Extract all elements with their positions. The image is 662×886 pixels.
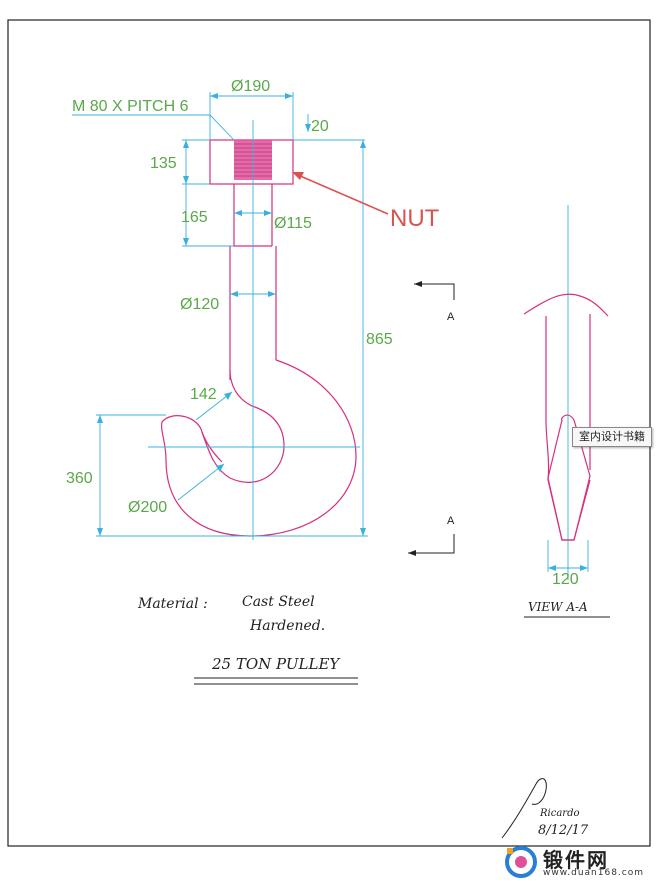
section-width-label: 120: [552, 571, 579, 588]
dimension-arrows: [97, 93, 588, 571]
shank-diameter-label: Ø120: [180, 296, 219, 313]
logo-text: 锻件网: [543, 848, 609, 872]
drawing-title: 25 TON PULLEY: [211, 655, 341, 673]
hook-part: [160, 139, 357, 537]
logo-icon: [505, 846, 537, 878]
hook-height-label: 360: [66, 470, 93, 487]
signature-text: Ricardo: [539, 808, 580, 819]
signature: Ricardo 8/12/17: [501, 778, 589, 839]
thread-label: M 80 X PITCH 6: [72, 98, 189, 115]
logo-url: www.duan168.com: [543, 868, 645, 878]
nut-label: NUT: [390, 205, 440, 232]
nut-diameter-label: Ø190: [231, 78, 270, 95]
material-line1: Cast Steel: [242, 594, 315, 610]
section-view: [523, 293, 609, 541]
tooltip: 室内设计书籍: [572, 427, 652, 447]
overall-height-label: 865: [366, 331, 393, 348]
watermark-logo: 锻件网 www.duan168.com: [503, 844, 653, 882]
neck-length-label: 165: [181, 209, 208, 226]
section-mark-bottom: A: [447, 515, 455, 527]
chamfer-label: 20: [311, 118, 329, 135]
material-label: Material :: [137, 596, 208, 612]
section-markers: [408, 283, 455, 554]
hook-diameter-label: Ø200: [128, 499, 167, 516]
throat-label: 142: [190, 386, 217, 403]
nut-callout-arrow: [292, 172, 389, 215]
hook-outline: [160, 359, 357, 537]
signature-date: 8/12/17: [538, 823, 589, 838]
neck-diameter-label: Ø115: [274, 215, 312, 232]
view-label: VIEW A-A: [528, 600, 588, 614]
section-mark-top: A: [447, 311, 455, 323]
dimension-labels: M 80 X PITCH 6 Ø190 20 135 165 Ø115 Ø120…: [66, 78, 579, 588]
centerlines: [148, 120, 569, 580]
nut-height-label: 135: [150, 155, 177, 172]
drawing-border: [7, 19, 651, 847]
material-line2: Hardened.: [249, 618, 325, 634]
